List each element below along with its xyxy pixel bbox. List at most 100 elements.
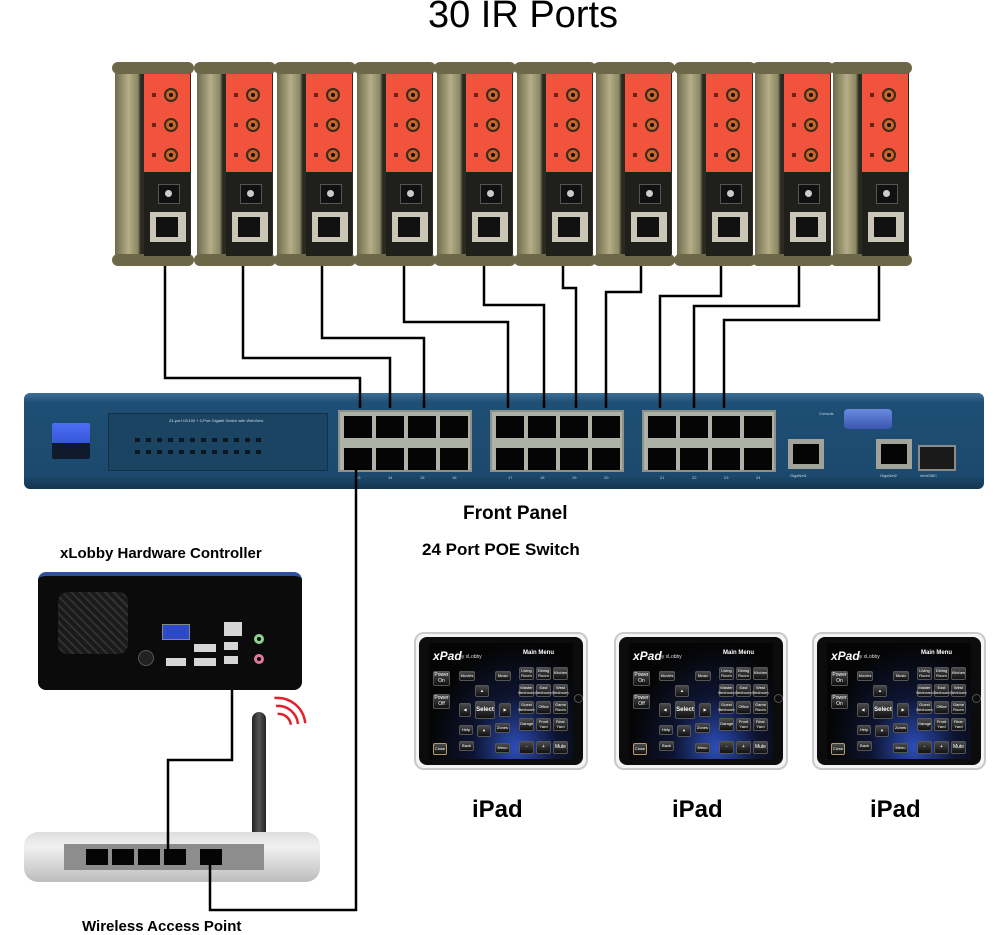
left-arrow-button[interactable]: ◀ [459, 703, 471, 717]
mute-button[interactable]: Mute [753, 741, 768, 754]
right-arrow-button[interactable]: ▶ [499, 703, 511, 717]
movies-button[interactable]: Movies [659, 671, 675, 681]
menu-button[interactable]: Menu [893, 743, 908, 753]
room-button[interactable]: Rear Yard [553, 718, 568, 731]
room-button[interactable]: Front Yard [736, 718, 751, 731]
volume-up-button[interactable]: + [934, 741, 949, 754]
left-arrow-button[interactable]: ◀ [857, 703, 869, 717]
room-button[interactable]: Kitchen [951, 667, 966, 680]
zones-button[interactable]: Zones [893, 723, 908, 733]
up-arrow-button[interactable]: ▲ [873, 685, 887, 697]
room-button[interactable]: Guest Bedroom [916, 701, 933, 714]
right-arrow-button[interactable]: ▶ [897, 703, 909, 717]
up-arrow-button[interactable]: ▲ [675, 685, 689, 697]
room-button[interactable]: Garage [917, 718, 932, 731]
back-button[interactable]: Back [659, 741, 674, 751]
room-button[interactable]: Dining Room [736, 667, 751, 680]
menu-button[interactable]: Menu [695, 743, 710, 753]
ethernet-port [224, 622, 242, 636]
volume-down-button[interactable]: - [719, 741, 734, 754]
room-button[interactable]: Game Room [553, 701, 568, 714]
select-button[interactable]: Select [873, 701, 893, 719]
down-arrow-button[interactable]: ▼ [477, 725, 491, 737]
room-button[interactable]: Garage [719, 718, 734, 731]
volume-up-button[interactable]: + [736, 741, 751, 754]
music-button[interactable]: Music [495, 671, 511, 681]
up-arrow-button[interactable]: ▲ [475, 685, 489, 697]
room-button[interactable]: Guest Bedroom [718, 701, 735, 714]
close-button[interactable]: Close [831, 743, 845, 755]
power-on-button[interactable]: Power On [633, 671, 650, 686]
room-button[interactable]: Master Bedroom [718, 684, 735, 697]
mute-button[interactable]: Mute [553, 741, 568, 754]
room-button[interactable]: Rear Yard [753, 718, 768, 731]
room-button[interactable]: Kitchen [753, 667, 768, 680]
home-button[interactable] [574, 694, 583, 703]
help-button[interactable]: Help [857, 725, 871, 735]
help-button[interactable]: Help [659, 725, 673, 735]
room-button[interactable]: Guest Bedroom [518, 701, 535, 714]
power-on-button[interactable]: Power On [831, 671, 848, 686]
music-button[interactable]: Music [893, 671, 909, 681]
ethernet-cable [163, 266, 362, 408]
mute-button[interactable]: Mute [951, 741, 966, 754]
room-button[interactable]: Living Room [519, 667, 534, 680]
room-button[interactable]: Office [934, 701, 949, 714]
home-button[interactable] [774, 694, 783, 703]
down-arrow-button[interactable]: ▼ [677, 725, 691, 737]
room-button[interactable]: Garage [519, 718, 534, 731]
zones-button[interactable]: Zones [495, 723, 510, 733]
room-button[interactable]: Front Yard [536, 718, 551, 731]
room-button[interactable]: Office [736, 701, 751, 714]
port-status-led [212, 450, 217, 454]
volume-down-button[interactable]: - [519, 741, 534, 754]
close-button[interactable]: Close [433, 743, 447, 755]
ir-led [870, 93, 874, 97]
select-button[interactable]: Select [475, 701, 495, 719]
room-button[interactable]: Game Room [753, 701, 768, 714]
room-button[interactable]: Living Room [719, 667, 734, 680]
right-arrow-button[interactable]: ▶ [699, 703, 711, 717]
volume-down-button[interactable]: - [917, 741, 932, 754]
ir-port-panel [466, 74, 512, 172]
select-button[interactable]: Select [675, 701, 695, 719]
room-button[interactable]: Master Bedroom [916, 684, 933, 697]
power-off-button[interactable]: Power Off [633, 694, 650, 709]
zones-button[interactable]: Zones [695, 723, 710, 733]
room-button[interactable]: Dining Room [934, 667, 949, 680]
close-button[interactable]: Close [633, 743, 647, 755]
room-button[interactable]: West Bedroom [552, 684, 569, 697]
room-button[interactable]: Living Room [917, 667, 932, 680]
room-button[interactable]: West Bedroom [752, 684, 769, 697]
room-button[interactable]: East Bedroom [933, 684, 950, 697]
volume-up-button[interactable]: + [536, 741, 551, 754]
room-button[interactable]: Rear Yard [951, 718, 966, 731]
fan-grille [58, 592, 128, 654]
room-button[interactable]: Dining Room [536, 667, 551, 680]
back-button[interactable]: Back [857, 741, 872, 751]
movies-button[interactable]: Movies [857, 671, 873, 681]
power-off-button[interactable]: Power Off [433, 694, 450, 709]
ir-led [792, 153, 796, 157]
room-button[interactable]: East Bedroom [735, 684, 752, 697]
ir-led [234, 93, 238, 97]
ir-port-jack [882, 88, 896, 102]
movies-button[interactable]: Movies [459, 671, 475, 681]
back-button[interactable]: Back [459, 741, 474, 751]
room-button[interactable]: Master Bedroom [518, 684, 535, 697]
home-button[interactable] [972, 694, 981, 703]
room-button[interactable]: Game Room [951, 701, 966, 714]
room-button[interactable]: Kitchen [553, 667, 568, 680]
power-off-button[interactable]: Power On [831, 694, 848, 709]
room-button[interactable]: East Bedroom [535, 684, 552, 697]
room-button[interactable]: West Bedroom [950, 684, 967, 697]
help-button[interactable]: Help [459, 725, 473, 735]
menu-button[interactable]: Menu [495, 743, 510, 753]
power-on-button[interactable]: Power On [433, 671, 450, 686]
port-status-led [157, 450, 162, 454]
room-button[interactable]: Front Yard [934, 718, 949, 731]
left-arrow-button[interactable]: ◀ [659, 703, 671, 717]
music-button[interactable]: Music [695, 671, 711, 681]
room-button[interactable]: Office [536, 701, 551, 714]
down-arrow-button[interactable]: ▼ [875, 725, 889, 737]
